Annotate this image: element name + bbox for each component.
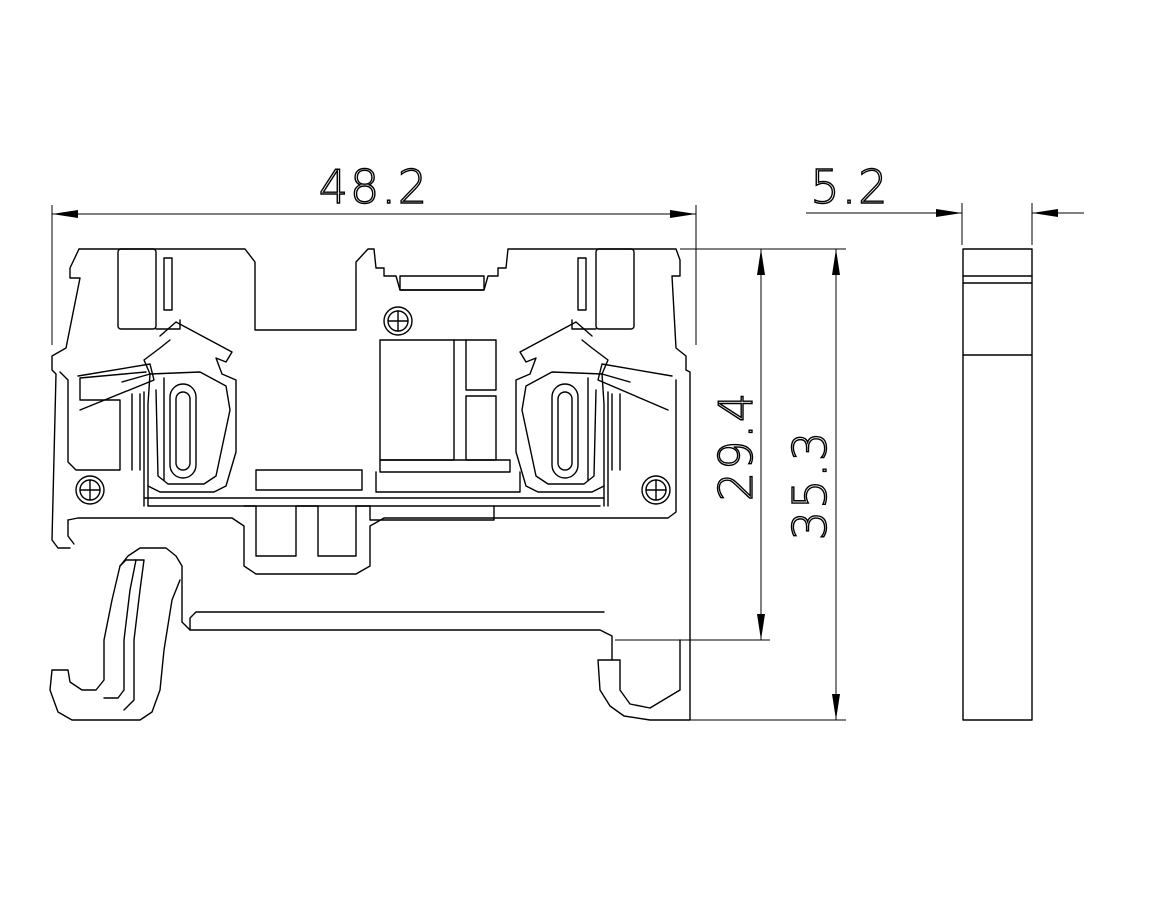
left-screw bbox=[75, 475, 105, 505]
housing-outline bbox=[49, 248, 691, 721]
central-bridge bbox=[143, 339, 605, 557]
center-screw bbox=[383, 306, 413, 336]
right-spring-clamp bbox=[515, 321, 673, 493]
overall-height-dimension: 35.3 bbox=[650, 249, 846, 721]
height-to-rail-dimension: 29.4 bbox=[615, 248, 846, 641]
width-dimension-label: 48.2 bbox=[319, 160, 429, 214]
height-to-rail-label: 29.4 bbox=[709, 391, 763, 501]
left-spring-clamp bbox=[77, 321, 237, 493]
right-screw bbox=[641, 475, 671, 505]
overall-height-label: 35.3 bbox=[783, 430, 837, 540]
thickness-dimension-label: 5.2 bbox=[810, 160, 889, 214]
front-view bbox=[49, 248, 691, 721]
width-dimension: 48.2 bbox=[51, 159, 697, 345]
thickness-dimension: 5.2 bbox=[806, 159, 1084, 245]
side-view bbox=[962, 248, 1033, 721]
